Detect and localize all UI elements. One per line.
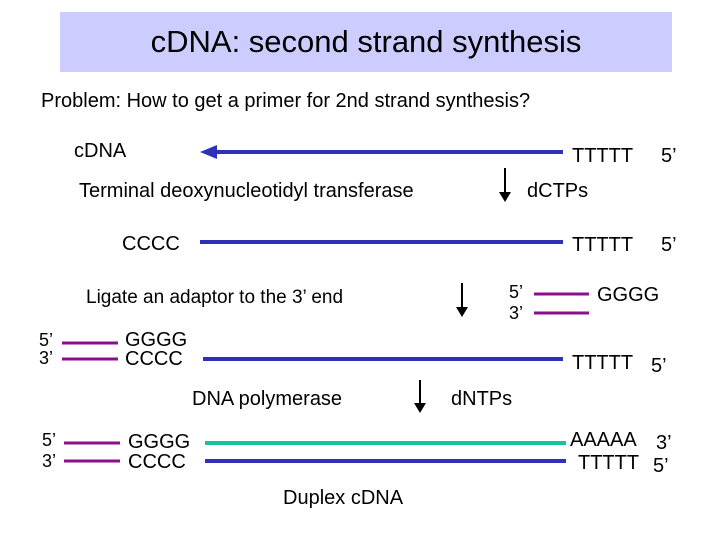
adaptor-gggg: GGGG: [597, 284, 660, 306]
duplex-gggg: GGGG: [128, 431, 191, 453]
ligated-5prime: 5’: [39, 330, 54, 350]
ligated-polyt: TTTTT: [572, 352, 634, 374]
ligated-gggg: GGGG: [125, 329, 188, 351]
problem-statement: Problem: How to get a primer for 2nd str…: [41, 90, 531, 112]
duplex-3prime-right: 3’: [656, 432, 672, 454]
adaptor-5prime: 5’: [509, 282, 524, 302]
down-arrow-icon: [499, 192, 511, 202]
ligated-5prime-right: 5’: [651, 355, 667, 377]
ligated-cccc: CCCC: [125, 348, 183, 370]
tailed-5prime: 5’: [661, 234, 677, 256]
ccc-tail-label: CCCC: [122, 233, 180, 255]
cdna-5prime: 5’: [661, 145, 677, 167]
duplex-5prime: 5’: [42, 430, 57, 450]
dna-polymerase-label: DNA polymerase: [192, 388, 343, 410]
cdna-arrowhead: [200, 145, 217, 159]
tdt-enzyme-label: Terminal deoxynucleotidyl transferase: [79, 180, 414, 202]
ligate-adaptor-label: Ligate an adaptor to the 3’ end: [86, 287, 344, 308]
adaptor-3prime: 3’: [509, 303, 524, 323]
ligated-3prime: 3’: [39, 348, 54, 368]
duplex-3prime: 3’: [42, 451, 57, 471]
duplex-polyt: TTTTT: [578, 452, 640, 474]
down-arrow-icon: [456, 307, 468, 317]
title-banner: [60, 12, 672, 72]
cdna-polyt: TTTTT: [572, 145, 634, 167]
duplex-polya: AAAAA: [570, 429, 637, 451]
duplex-cdna-label: Duplex cDNA: [283, 487, 404, 509]
dctps-label: dCTPs: [527, 180, 589, 202]
duplex-cccc: CCCC: [128, 451, 186, 473]
dntps-label: dNTPs: [451, 388, 513, 410]
tailed-polyt: TTTTT: [572, 234, 634, 256]
duplex-5prime-right: 5’: [653, 455, 669, 477]
slide-title: cDNA: second strand synthesis: [150, 24, 582, 59]
cdna-label: cDNA: [74, 140, 127, 162]
down-arrow-icon: [414, 403, 426, 413]
